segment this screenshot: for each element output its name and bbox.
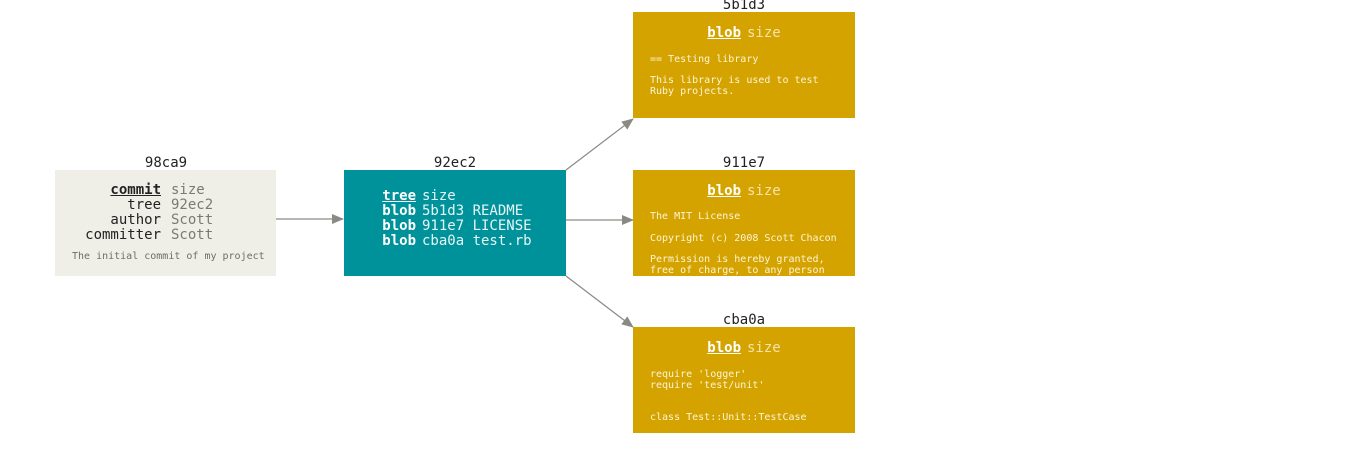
blob-hash: cba0a [722,312,766,328]
tree-entry-type: blob [382,218,416,234]
tree-size: size [422,188,456,204]
blob-content-line: class Test::Unit::TestCase [650,412,807,423]
commit-label: commit [110,182,161,198]
blob-label: blob [707,183,741,199]
blob-label: blob [707,25,741,41]
blob-object: blob size == Testing library This library… [633,12,855,118]
tree-entry-ref: cba0a test.rb [422,233,532,249]
blob-size: size [747,340,781,356]
blob-object: blob size require 'logger' require 'test/… [633,327,855,433]
commit-size: size [171,182,205,198]
blob-size: size [747,25,781,41]
blob-content-line: require 'test/unit' [650,380,765,391]
blob-content-line: Ruby projects. [650,86,735,97]
arrow-tree-to-blob-5b1d3 [565,118,634,171]
blob-content-line: This library is used to test [650,75,819,86]
commit-committer-value: Scott [171,227,214,243]
tree-object: tree size blob 5b1d3 README blob 911e7 L… [344,170,566,276]
tree-entry-type: blob [382,203,416,219]
blob-content-line: == Testing library [650,54,759,65]
blob-content-line: Copyright (c) 2008 Scott Chacon [650,233,837,244]
blob-content-line: free of charge, to any person [650,265,825,276]
commit-hash: 98ca9 [144,155,188,171]
commit-tree-key: tree [127,197,161,213]
arrow-tree-to-blob-cba0a [565,275,634,328]
commit-author-value: Scott [171,212,214,228]
blob-content-line: Permission is hereby granted, [650,254,825,265]
blob-content-line: require 'logger' [650,369,747,380]
tree-entry-type: blob [382,233,416,249]
blob-size: size [747,183,781,199]
commit-object: commit size tree 92ec2 author Scott comm… [55,170,276,276]
tree-label: tree [382,188,416,204]
blob-object: blob size The MIT License Copyright (c) 2… [633,170,855,276]
tree-hash: 92ec2 [433,155,477,171]
blob-label: blob [707,340,741,356]
blob-hash: 911e7 [722,155,766,171]
commit-author-key: author [110,212,161,228]
commit-committer-key: committer [85,227,161,243]
tree-entry-ref: 911e7 LICENSE [422,218,532,234]
tree-entry-ref: 5b1d3 README [422,203,524,219]
commit-tree-value: 92ec2 [171,197,214,213]
commit-message: The initial commit of my project [72,251,265,262]
blob-hash: 5b1d3 [722,0,766,13]
blob-content-line: The MIT License [650,211,741,222]
